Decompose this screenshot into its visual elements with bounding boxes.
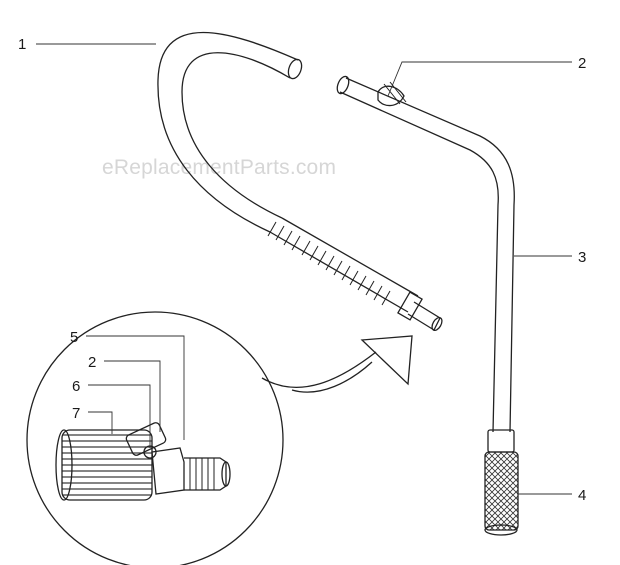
callout-1: 1: [18, 36, 26, 53]
suction-hose: [157, 32, 443, 332]
callout-5: 5: [70, 329, 78, 346]
callout-6: 6: [72, 378, 80, 395]
leader-lines: [36, 43, 572, 495]
callout-3: 3: [578, 249, 586, 266]
suction-tube: [336, 75, 515, 433]
inlet-strainer: [484, 429, 519, 536]
callout-2-detail: 2: [88, 354, 96, 371]
watermark-text: eReplacementParts.com: [102, 156, 336, 179]
callout-2: 2: [578, 55, 586, 72]
callout-4: 4: [578, 487, 586, 504]
callout-7: 7: [72, 405, 80, 422]
detail-view: [26, 311, 413, 565]
